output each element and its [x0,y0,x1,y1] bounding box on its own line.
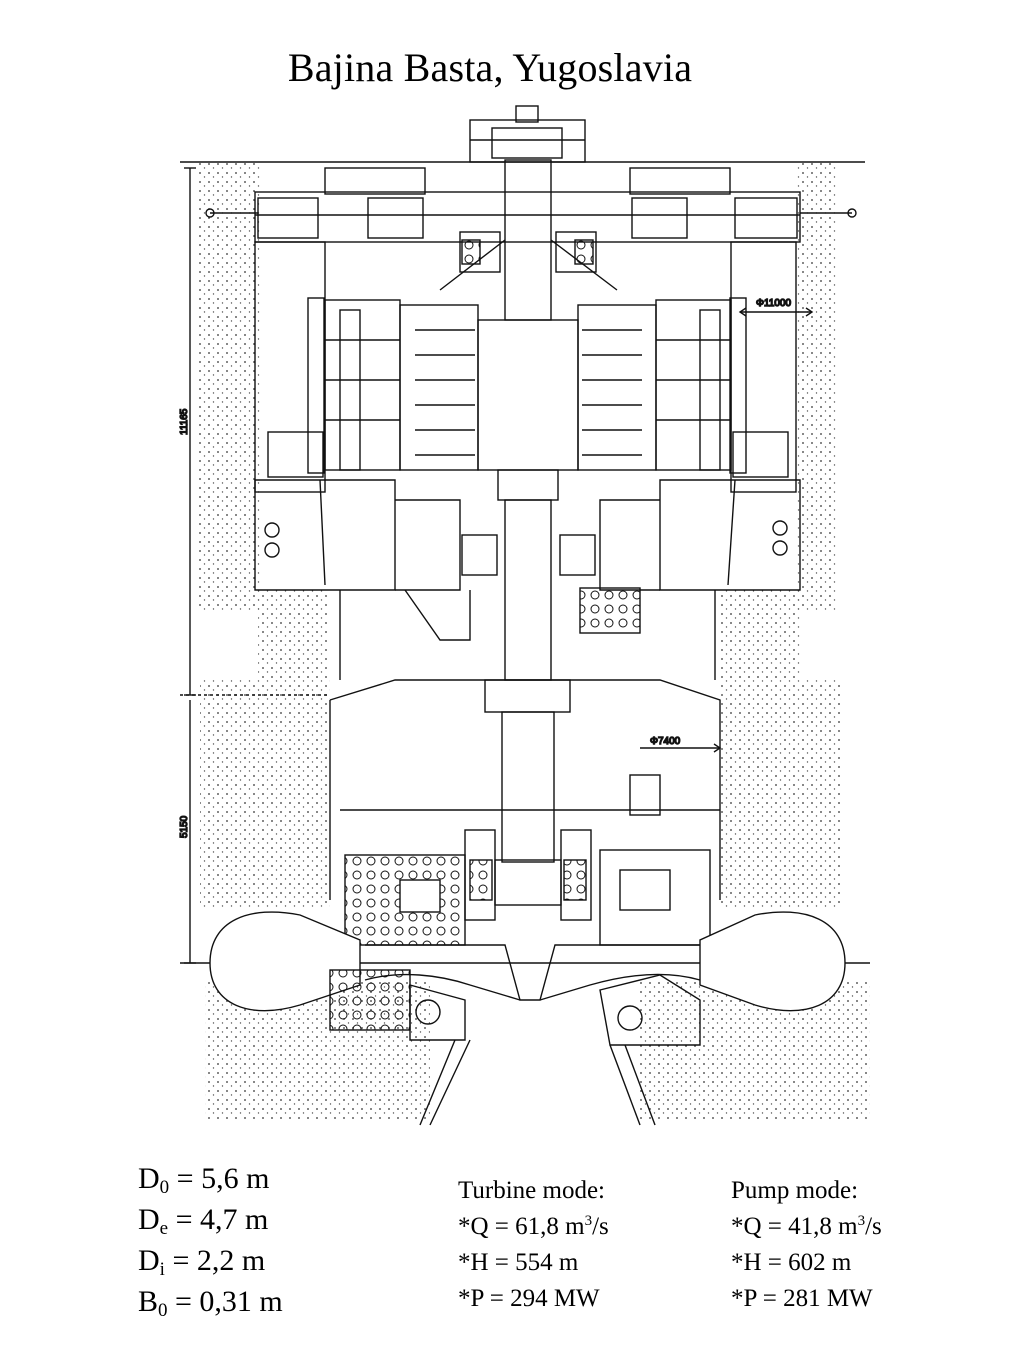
pump-flow: *Q = 41,8 m3/s [731,1213,882,1240]
cross-section-drawing: 11165 5150 Φ11000 Φ7400 [178,105,870,1126]
spiral-case [209,911,846,1012]
dimension-diameter-stator: Φ11000 [738,297,814,317]
dimension-height-upper: 11165 [178,167,196,696]
dim-label-lower: 5150 [179,815,190,838]
turbine-mode-specs: Turbine mode: *Q = 61,8 m3/s *H = 554 m … [458,1173,609,1317]
dim-label-stator: Φ11000 [756,298,791,309]
pump-head: *H = 602 m [731,1249,852,1276]
dim-label-pit: Φ7400 [650,736,681,747]
page-title: Bajina Basta, Yugoslavia [287,45,693,90]
stator [254,241,797,493]
parameter-de: De = 4,7 m [138,1203,269,1239]
dimension-height-lower: 5150 [178,700,196,964]
turbine-pit [329,679,721,900]
rotor [399,304,657,471]
parameter-b0: B0 = 0,31 m [138,1285,283,1321]
parameter-di: Di = 2,2 m [138,1244,266,1280]
concrete-fill [198,162,870,1120]
thrust-bearing [439,231,618,291]
pump-mode-specs: Pump mode: *Q = 41,8 m3/s *H = 602 m *P … [731,1173,882,1317]
pump-power: *P = 281 MW [731,1285,873,1312]
lower-bracket [254,479,801,680]
turbine-flow: *Q = 61,8 m3/s [458,1213,609,1240]
bottom-ring [329,969,701,1046]
pump-mode-heading: Pump mode: [731,1177,859,1204]
dimension-diameter-pit: Φ7400 [640,735,722,753]
upper-bracket [205,167,857,243]
exciter-housing [469,105,586,163]
dim-label-upper: 11165 [179,408,190,435]
turbine-mode-heading: Turbine mode: [458,1177,605,1204]
turbine-head: *H = 554 m [458,1249,579,1276]
parameter-d0: D0 = 5,6 m [138,1162,270,1198]
turbine-power: *P = 294 MW [458,1285,600,1312]
draft-tube [419,1039,656,1126]
runner-parameters: D0 = 5,6 m De = 4,7 m Di = 2,2 m B0 = 0,… [138,1158,283,1322]
